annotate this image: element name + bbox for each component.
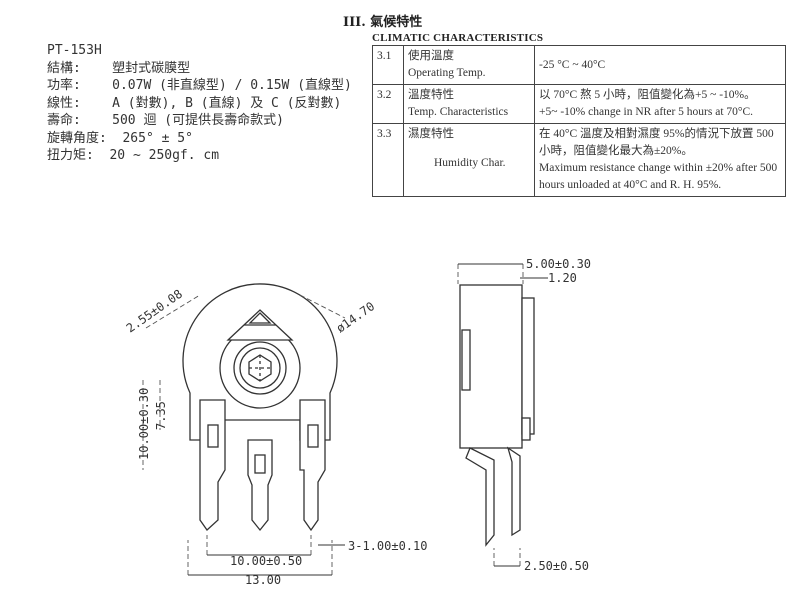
row-value: 以 70°C 熬 5 小時，阻值變化為+5 ~ -10%。+5~ -10% ch… <box>534 84 786 124</box>
climatic-section-title: III. 氣候特性 <box>343 15 423 30</box>
dim-label: 13.00 <box>245 573 281 587</box>
spec-row-torque: 扭力矩: 20 ~ 250gf. cm <box>47 148 220 163</box>
dim-label: 10.00±0.50 <box>230 554 302 568</box>
terminal-right <box>299 399 326 532</box>
dim-label: 2.50±0.50 <box>524 559 589 573</box>
spec-row-life: 壽命: 500 迴 (可提供長壽命款式) <box>47 113 284 128</box>
shaft-ring <box>233 341 287 395</box>
side-rotor <box>521 297 535 435</box>
dim-label: 1.20 <box>548 271 577 285</box>
row-number: 3.3 <box>372 123 404 197</box>
row-number: 3.1 <box>372 45 404 85</box>
model-number: PT-153H <box>47 43 102 58</box>
dim-label: 3-1.00±0.10 <box>348 539 427 553</box>
dim-label: ø14.70 <box>334 299 378 335</box>
dim-label: 5.00±0.30 <box>526 257 591 271</box>
spec-row-structure: 結構: 塑封式碳膜型 <box>47 60 191 76</box>
spec-list: PT-153H 結構: 塑封式碳膜型 功率: 0.07W (非直線型) / 0.… <box>47 42 352 165</box>
row-value: 在 40°C 溫度及相對濕度 95%的情況下放置 500 小時，阻值變化最大為±… <box>534 123 786 197</box>
technical-drawing: 2.55±0.08 ø14.70 10.00±0.30 7.35 10.00±0… <box>124 257 591 587</box>
terminal-left <box>199 399 226 531</box>
dim-label: 10.00±0.30 <box>137 388 151 460</box>
climatic-section-subtitle: CLIMATIC CHARACTERISTICS <box>372 32 544 44</box>
row-value: -25 °C ~ 40°C <box>534 45 786 85</box>
terminal-center <box>247 439 273 532</box>
dim-label: 7.35 <box>154 401 168 430</box>
terminal-hole <box>307 424 319 448</box>
spec-row-linearity: 線性: A (對數), B (直線) 及 C (反對數) <box>47 95 342 111</box>
side-terminal-front <box>465 447 495 547</box>
spec-row-power: 功率: 0.07W (非直線型) / 0.15W (直線型) <box>47 78 352 93</box>
dim-label: 2.55±0.08 <box>124 287 185 336</box>
row-number: 3.2 <box>372 84 404 124</box>
terminal-hole <box>254 454 266 474</box>
terminal-hole <box>207 424 219 448</box>
spec-row-rotation: 旋轉角度: 265° ± 5° <box>47 130 193 146</box>
side-terminal-back <box>506 446 521 537</box>
